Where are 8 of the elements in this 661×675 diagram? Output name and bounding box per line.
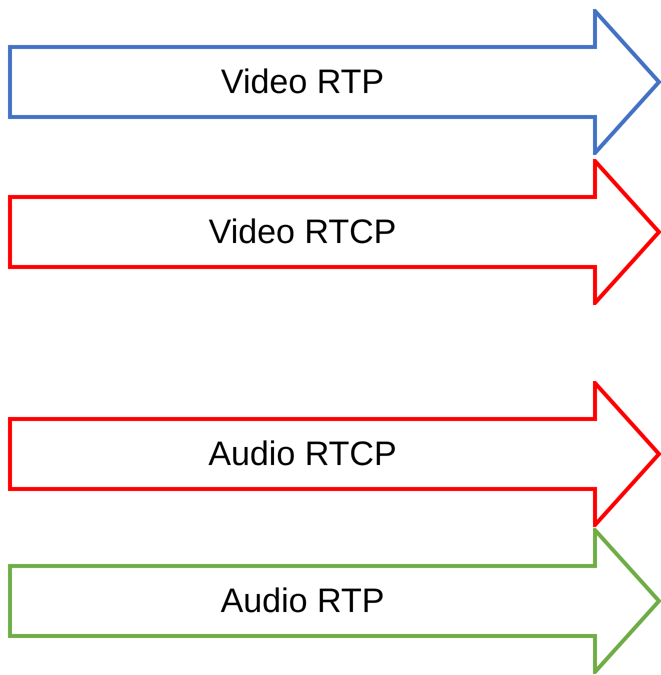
arrow-label: Video RTCP [208,212,396,252]
block-arrow [8,9,661,155]
arrow-label: Audio RTP [220,582,384,620]
arrow-label: Video RTP [220,62,384,102]
arrow-label: Audio RTCP [208,434,397,474]
block-arrow [8,381,661,527]
block-arrow [8,528,661,674]
block-arrow [8,159,661,305]
